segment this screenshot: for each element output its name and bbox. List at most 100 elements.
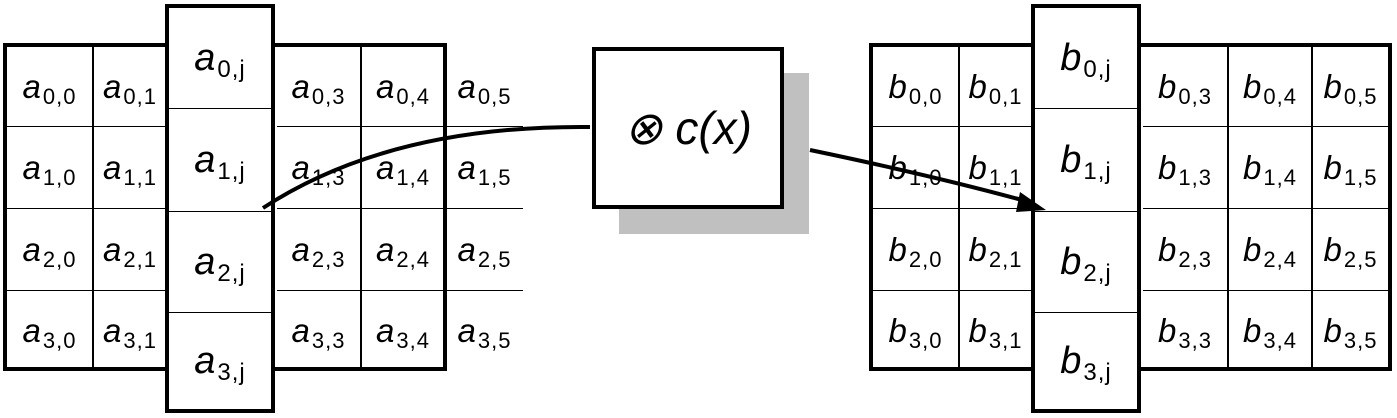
- cell-subscript: 2,4: [1263, 246, 1297, 272]
- cell-subscript: 2,1: [123, 246, 157, 272]
- cell-subscript: 0,0: [908, 83, 943, 109]
- cell-subscript: 1,1: [123, 164, 157, 190]
- column-var: b: [1060, 339, 1082, 382]
- cell-subscript: 0,5: [1343, 83, 1378, 109]
- cell-subscript: 2,5: [477, 246, 512, 272]
- cell-var: a: [376, 230, 395, 268]
- cell-subscript: 1,5: [1343, 164, 1378, 190]
- cell-var: b: [888, 67, 907, 105]
- cell-subscript: 0,5: [477, 83, 512, 109]
- cell-subscript: 1,0: [42, 164, 77, 190]
- cell-var: b: [968, 230, 987, 268]
- output-arrow-line: [809, 148, 1023, 202]
- cell-var: b: [1243, 230, 1262, 268]
- cell-subscript: 3,3: [311, 328, 346, 353]
- column-subscript: 0,j: [217, 56, 246, 83]
- cell-subscript: 2,3: [311, 246, 346, 272]
- cell-subscript: 3,5: [1343, 328, 1378, 353]
- cell-var: b: [1158, 230, 1177, 268]
- cell-var: b: [1323, 67, 1342, 105]
- cell-subscript: 1,5: [477, 164, 512, 190]
- cell-subscript: 1,3: [1178, 164, 1212, 190]
- cell-subscript: 1,4: [396, 164, 430, 190]
- cell-var: a: [291, 230, 310, 268]
- column-subscript: 1,j: [217, 158, 246, 185]
- cell-subscript: 3,5: [477, 328, 512, 353]
- cell-subscript: 1,4: [1263, 164, 1297, 190]
- cell-subscript: 0,3: [1178, 83, 1212, 109]
- cell-subscript: 3,4: [396, 328, 430, 353]
- cell-var: b: [1243, 148, 1262, 186]
- column-var: a: [194, 240, 216, 283]
- mixcolumn-operator-box: ⊗ c(x): [592, 47, 784, 209]
- cell-var: b: [1243, 67, 1262, 105]
- column-subscript: 1,j: [1083, 158, 1112, 185]
- cell-subscript: 0,3: [311, 83, 346, 109]
- cell-var: b: [968, 67, 987, 105]
- cell-subscript: 3,3: [1178, 328, 1212, 353]
- cell-var: b: [1323, 230, 1342, 268]
- column-subscript: 0,j: [1083, 56, 1112, 83]
- cell-var: b: [1323, 312, 1342, 349]
- column-var: a: [194, 138, 216, 181]
- cell-subscript: 0,4: [396, 83, 430, 109]
- output-arrowhead: [1016, 192, 1046, 212]
- cell-var: b: [1158, 312, 1177, 349]
- column-subscript: 2,j: [1083, 260, 1112, 287]
- column-subscript: 3,j: [217, 359, 246, 386]
- column-var: b: [1060, 138, 1082, 181]
- cell-var: a: [291, 67, 310, 105]
- column-var: b: [1060, 36, 1082, 79]
- cell-var: a: [457, 67, 476, 105]
- cell-var: a: [291, 312, 310, 349]
- cell-var: b: [888, 230, 907, 268]
- cell-subscript: 2,0: [908, 246, 943, 272]
- cell-var: b: [888, 148, 907, 186]
- cell-var: a: [103, 148, 122, 186]
- cell-var: a: [376, 148, 395, 186]
- cell-subscript: 2,1: [988, 246, 1023, 272]
- cell-subscript: 3,4: [1263, 328, 1297, 353]
- cell-var: b: [968, 312, 987, 349]
- cell-var: a: [457, 230, 476, 268]
- cell-var: a: [376, 67, 395, 105]
